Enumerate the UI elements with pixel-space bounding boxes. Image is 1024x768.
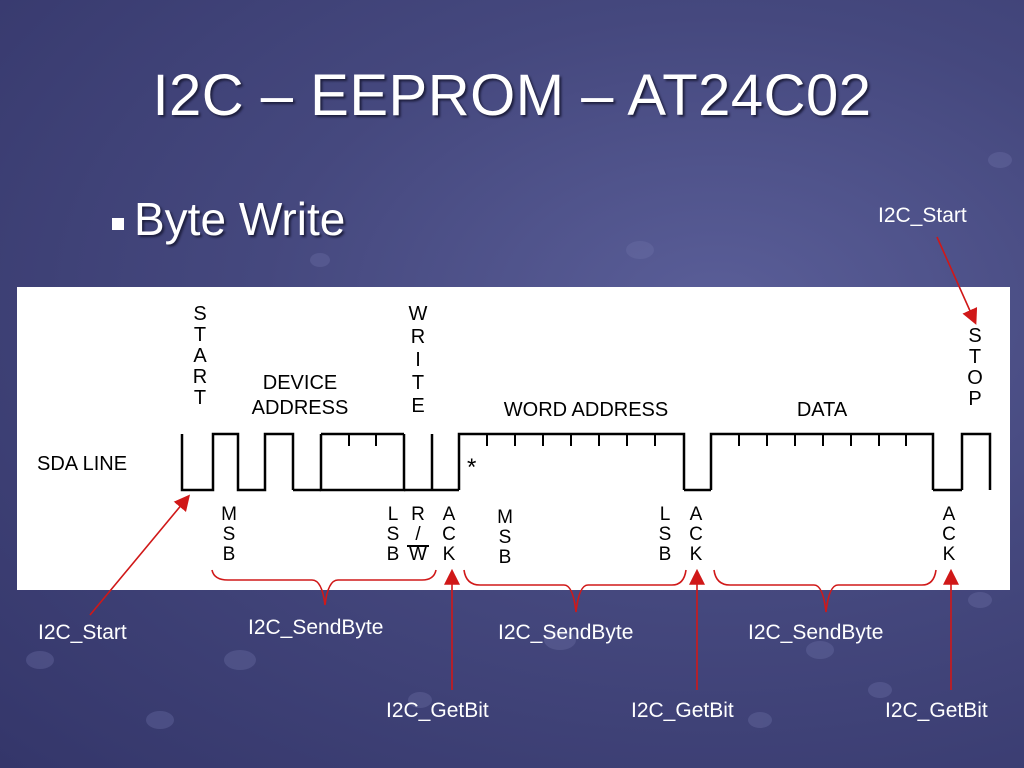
svg-text:A: A [690,504,703,525]
svg-text:K: K [443,544,456,565]
svg-text:B: B [499,547,512,568]
arrow-start-bottom [89,494,191,616]
svg-text:S: S [223,524,236,545]
write-letter: E [411,395,424,417]
waveform-address-segment [319,434,406,492]
annotation-start-bottom: I2C_Start [38,621,127,644]
stop-letter: S [968,325,981,347]
annotation-getbit-1: I2C_GetBit [386,699,489,722]
svg-text:B: B [387,544,400,565]
msb-label-2: MSB [497,507,513,568]
bullet-item: Byte Write [112,192,345,246]
svg-text:B: B [223,544,236,565]
svg-text:L: L [660,504,671,525]
stop-letter: O [967,367,983,389]
brace-data [713,569,937,613]
start-label: S T A R T [193,303,208,409]
annotation-start-top: I2C_Start [878,204,967,227]
slide-title: I2C – EEPROM – AT24C02 [152,63,872,128]
device-address-label-1: DEVICE [263,372,337,394]
timing-diagram-svg: S T A R T DEVICE ADDRESS W R I T E WORD … [37,303,992,568]
arrow-start-top [936,236,978,325]
svg-text:C: C [442,524,456,545]
write-letter: W [409,303,428,325]
stop-letter: P [968,388,981,410]
stop-letter: T [969,346,981,368]
svg-text:S: S [659,524,672,545]
svg-text:W: W [409,544,427,565]
svg-text:A: A [943,504,956,525]
word-address-label: WORD ADDRESS [504,399,668,421]
ack-label-2: ACK [689,504,703,565]
rw-label: R / W [409,504,427,565]
start-letter: S [193,303,206,325]
write-label: W R I T E [409,303,428,417]
start-letter: T [194,324,206,346]
bit-ticks [348,434,907,446]
svg-text:K: K [690,544,703,565]
svg-text:/: / [415,524,421,545]
ack-label-1: ACK [442,504,456,565]
waveform-start-segment [180,432,295,492]
annotation-getbit-3: I2C_GetBit [885,699,988,722]
svg-text:L: L [388,504,399,525]
svg-text:A: A [443,504,456,525]
svg-text:M: M [221,504,237,525]
annotation-sendbyte-1: I2C_SendByte [248,616,384,639]
svg-text:C: C [689,524,703,545]
ack-label-3: ACK [942,504,956,565]
annotation-getbit-2: I2C_GetBit [631,699,734,722]
device-address-label-2: ADDRESS [252,397,349,419]
timing-diagram: S T A R T DEVICE ADDRESS W R I T E WORD … [17,287,1010,590]
lsb-label-1: LSB [387,504,400,565]
svg-text:C: C [942,524,956,545]
start-letter: T [194,387,206,409]
write-letter: R [411,326,425,348]
start-letter: A [193,345,207,367]
svg-text:B: B [659,544,672,565]
svg-text:S: S [387,524,400,545]
write-letter: I [415,349,421,371]
annotation-sendbyte-2: I2C_SendByte [498,621,634,644]
msb-label-1: MSB [221,504,237,565]
data-label: DATA [797,399,848,421]
write-letter: T [412,372,424,394]
lsb-label-2: LSB [659,504,672,565]
svg-text:R: R [411,504,425,525]
start-letter: R [193,366,207,388]
asterisk-mark: * [467,454,476,481]
annotation-sendbyte-3: I2C_SendByte [748,621,884,644]
waveform-stop [960,432,992,490]
brace-device-address [211,569,437,606]
svg-text:M: M [497,507,513,528]
square-bullet-icon [112,218,124,230]
svg-text:K: K [943,544,956,565]
brace-word-address [463,569,687,613]
sda-line-label: SDA LINE [37,453,127,475]
stop-label: S T O P [967,325,983,410]
bullet-text: Byte Write [134,193,346,245]
svg-text:S: S [499,527,512,548]
